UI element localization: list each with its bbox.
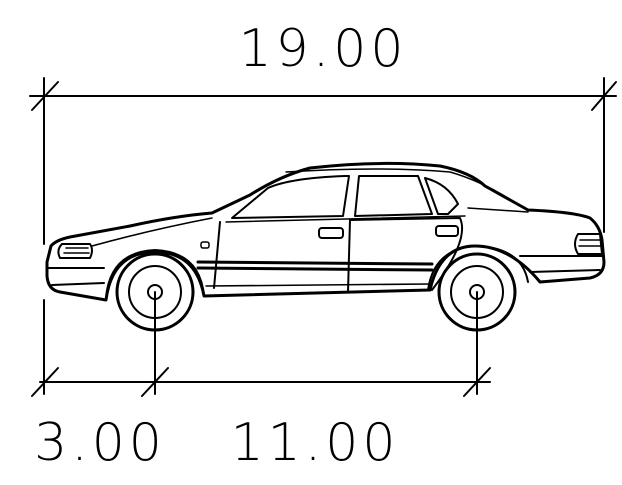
- rear-door: [349, 217, 464, 291]
- tail-light-lens: [578, 239, 602, 247]
- rear-door-handle: [435, 225, 459, 237]
- rocker-panel: [205, 283, 431, 287]
- front-wheel: [105, 249, 205, 332]
- front-hub: [147, 284, 163, 300]
- rear-rim: [450, 265, 504, 319]
- overall-length-label: 19.00: [239, 19, 408, 79]
- rear-window: [354, 175, 433, 217]
- tick-mark-left: [31, 81, 59, 111]
- trunk-line: [467, 207, 529, 213]
- tail-light: [574, 233, 603, 255]
- side-marker-light: [200, 241, 210, 249]
- hood-line: [91, 217, 213, 247]
- side-molding: [196, 260, 434, 272]
- rear-tire: [437, 252, 517, 332]
- window-trim: [225, 168, 521, 223]
- front-door-handle: [318, 227, 344, 239]
- front-rim: [128, 265, 182, 319]
- tick-mark-right: [591, 81, 617, 111]
- headlight-lens: [63, 247, 90, 254]
- quarter-window: [424, 177, 459, 215]
- front-bumper: [46, 267, 105, 286]
- headlight: [57, 243, 93, 259]
- wheelbase-label: 11.00: [231, 413, 400, 473]
- front-overhang-label: 3.00: [34, 413, 166, 473]
- rear-hub: [469, 284, 485, 300]
- rear-wheel: [427, 245, 529, 332]
- front-tire: [115, 252, 195, 332]
- front-door: [213, 219, 351, 293]
- tick-mark-front-bumper: [31, 367, 59, 397]
- car-outline: [45, 161, 606, 302]
- rear-bumper: [519, 255, 605, 273]
- bottom-dimensions: [31, 291, 491, 397]
- front-wheel-arch: [105, 249, 205, 299]
- front-window: [231, 175, 350, 219]
- rear-wheel-arch: [427, 245, 529, 291]
- tick-mark-front-axle: [141, 367, 169, 397]
- body-outline: [45, 161, 606, 302]
- overall-length-dimension: [29, 77, 617, 245]
- tick-mark-rear-axle: [463, 367, 491, 397]
